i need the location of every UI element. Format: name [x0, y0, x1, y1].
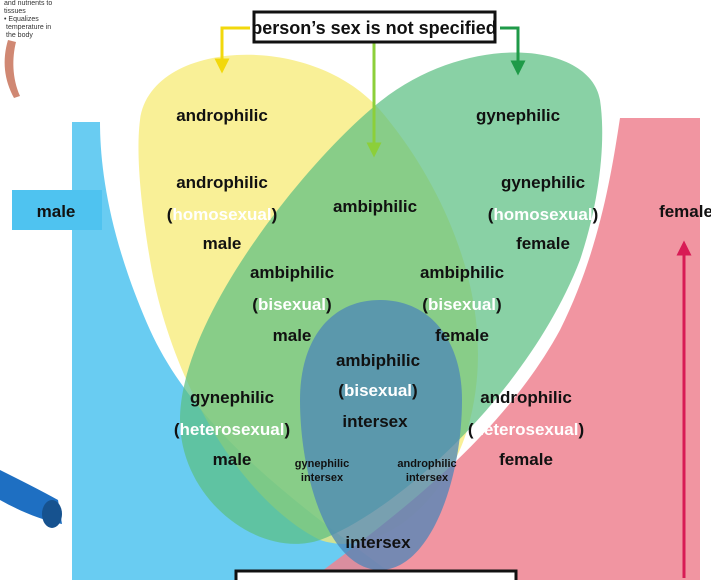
- gyne-female-line-3: female: [516, 234, 570, 253]
- ambi-female-line-3: female: [435, 326, 489, 345]
- ambi-female-line-1: ambiphilic: [420, 263, 504, 282]
- andro-female-line-2: (heterosexual): [468, 420, 584, 439]
- ambi-intersex-line-3: intersex: [342, 412, 408, 431]
- ambi-intersex-line-2: (bisexual): [338, 381, 417, 400]
- label-androphilic-female: androphilic (heterosexual) female: [468, 388, 584, 469]
- gyne-male-line-3: male: [213, 450, 252, 469]
- label-ambiphilic-intersex: ambiphilic (bisexual) intersex: [336, 351, 420, 431]
- female-label: female: [659, 202, 711, 221]
- andro-intersex-line-1: androphilic: [397, 458, 456, 470]
- intersex-ellipse: [300, 300, 462, 570]
- ambi-male-line-3: male: [273, 326, 312, 345]
- label-gynephilic-male: gynephilic (heterosexual) male: [174, 388, 290, 469]
- top-box-group: person’s sex is not specified: [214, 10, 526, 158]
- ambi-intersex-line-1: ambiphilic: [336, 351, 420, 370]
- corner-note-line-3: • Equalizes: [4, 16, 39, 23]
- venn-shapes: [72, 52, 700, 580]
- label-androphilic-male: androphilic (homosexual) male: [167, 173, 278, 253]
- andro-female-line-3: female: [499, 450, 553, 469]
- corner-note-line-5: the body: [6, 32, 33, 39]
- corner-note-line-4: temperature in: [6, 24, 51, 31]
- label-gynephilic-intersex: gynephilic intersex: [295, 458, 349, 484]
- male-tab: [12, 190, 102, 230]
- andro-male-line-1: androphilic: [176, 173, 268, 192]
- gyne-intersex-line-2: intersex: [301, 472, 344, 484]
- andro-female-line-1: androphilic: [480, 388, 572, 407]
- corner-note-line-1: and nutrients to: [4, 0, 52, 7]
- corner-illustration: and nutrients to tissues • Equalizes tem…: [0, 0, 62, 528]
- ambi-male-line-2: (bisexual): [252, 295, 331, 314]
- arrow-to-androphilic: [214, 26, 250, 74]
- label-androphilic: androphilic: [176, 106, 268, 125]
- gyne-female-line-2: (homosexual): [488, 205, 599, 224]
- gynephilic-ellipse: [180, 52, 603, 544]
- label-ambiphilic-male: ambiphilic (bisexual) male: [250, 263, 334, 345]
- label-ambiphilic: ambiphilic: [333, 197, 417, 216]
- female-region: [310, 118, 700, 580]
- corner-note-line-2: tissues: [4, 8, 26, 15]
- andro-male-line-2: (homosexual): [167, 205, 278, 224]
- andro-male-line-3: male: [203, 234, 242, 253]
- label-intersex: intersex: [345, 533, 411, 552]
- gyne-male-line-1: gynephilic: [190, 388, 274, 407]
- gyne-female-line-1: gynephilic: [501, 173, 585, 192]
- label-gynephilic-female: gynephilic (homosexual) female: [488, 173, 599, 253]
- gyne-intersex-line-1: gynephilic: [295, 458, 349, 470]
- male-label: male: [37, 202, 76, 221]
- bottom-box: [234, 569, 518, 580]
- label-gynephilic: gynephilic: [476, 106, 560, 125]
- male-region: [72, 122, 400, 580]
- label-androphilic-intersex: androphilic intersex: [397, 458, 456, 484]
- top-box: [252, 10, 497, 44]
- label-ambiphilic-female: ambiphilic (bisexual) female: [420, 263, 504, 345]
- top-box-text: person’s sex is not specified: [251, 18, 496, 38]
- gyne-male-line-2: (heterosexual): [174, 420, 290, 439]
- ambi-female-line-2: (bisexual): [422, 295, 501, 314]
- arrow-to-gynephilic: [500, 26, 526, 76]
- ambi-male-line-1: ambiphilic: [250, 263, 334, 282]
- andro-intersex-line-2: intersex: [406, 472, 449, 484]
